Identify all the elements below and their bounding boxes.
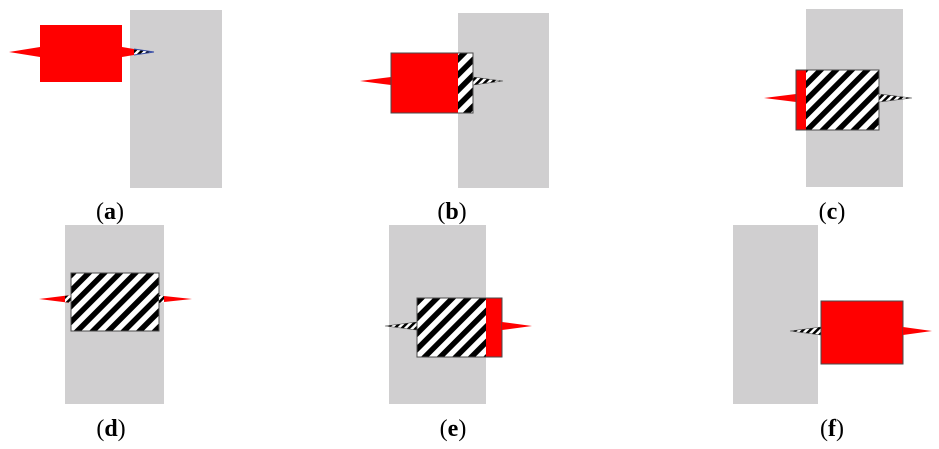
object-body-inside [806,70,879,130]
caption-a: (a) [96,199,124,225]
panel-b [360,13,549,188]
left-tip [764,94,796,102]
object-body-inside [458,53,473,113]
object-body-inside [71,273,159,331]
right-tip [502,322,532,330]
panel-f [733,225,932,404]
panel-e [384,225,532,404]
left-tip [9,47,40,57]
left-tip-inside [65,295,71,303]
caption-e: (e) [440,416,467,442]
object-body [40,25,122,82]
panel-c [764,9,913,187]
right-tip [164,296,192,302]
right-tip [878,93,913,103]
tip-edge [133,51,155,56]
right-tip [472,76,504,86]
wall [733,225,818,404]
object-body-outside [391,53,458,113]
object-body-inside [417,298,486,357]
panel-d [39,225,192,404]
tip-edge [133,48,155,53]
right-tip [122,47,134,57]
right-tip [903,327,932,335]
left-tip [39,295,71,303]
right-tip-emerging [134,49,154,55]
caption-d: (d) [96,416,125,442]
caption-f: (f) [820,416,844,442]
caption-c: (c) [819,199,846,225]
caption-b: (b) [437,199,466,225]
left-tip [360,77,391,85]
wall [130,10,222,188]
right-tip-inside [159,295,164,303]
object-body [821,301,903,364]
object-body-outside [486,298,502,357]
panel-a [9,10,222,188]
object-body-outside [796,70,806,130]
